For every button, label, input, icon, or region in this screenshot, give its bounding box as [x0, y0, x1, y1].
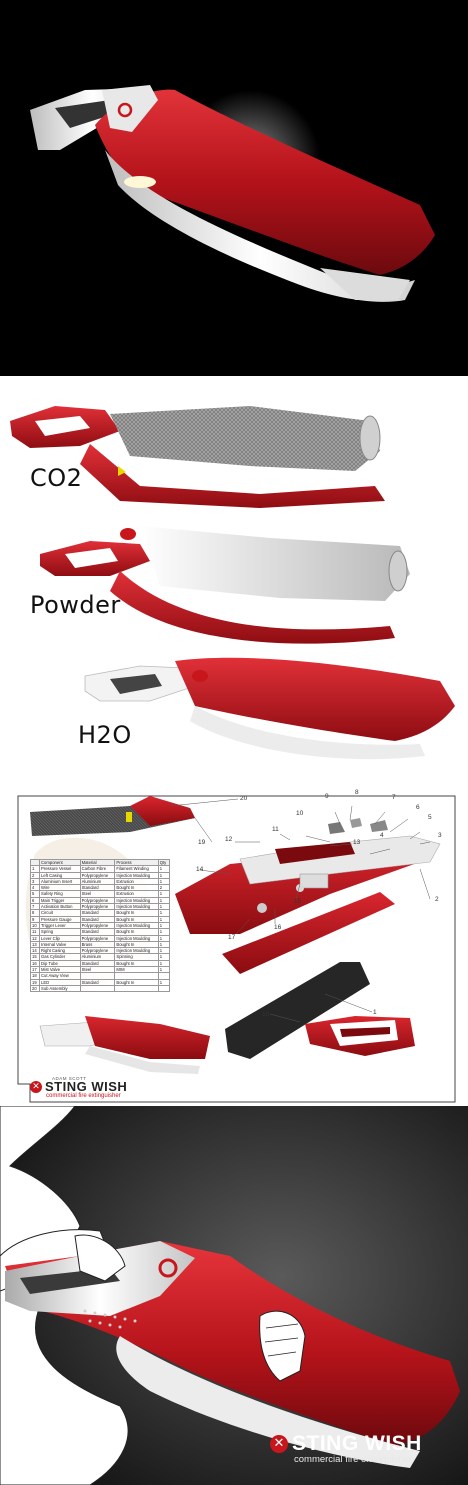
bom-cell: 16 [29, 959, 41, 968]
variant-co2 [10, 406, 385, 508]
callout-19: 19 [198, 839, 206, 846]
flame-logo-icon: ✕ [270, 1435, 288, 1453]
callout-18: 18 [262, 1011, 270, 1018]
white-trim [116, 1336, 420, 1468]
callout-14: 14 [196, 866, 204, 873]
callout-10: 10 [296, 810, 304, 817]
callout-9: 9 [325, 793, 329, 800]
flame-logo-icon [117, 102, 133, 118]
callout-2: 2 [435, 896, 439, 903]
bom-cell: 12 [29, 934, 41, 942]
variant-label-h2o: H2O [78, 721, 132, 749]
callout-4: 4 [380, 832, 384, 839]
callout-5: 5 [428, 814, 432, 821]
in-hand-panel: ✕ STING WISH commercial fire extinguishe… [0, 1106, 468, 1485]
grip-texture [83, 1309, 137, 1329]
hero-render [30, 85, 435, 302]
brand-tagline-large: commercial fire extinguisher [294, 1454, 413, 1465]
callout-7: 7 [392, 794, 396, 801]
variant-h2o [84, 657, 455, 760]
callout-16: 16 [274, 924, 282, 931]
sub-assembly [30, 796, 195, 836]
designer-name: ADAM SCOTT [52, 1076, 87, 1081]
callout-20: 20 [240, 795, 248, 802]
variants-render [10, 406, 455, 760]
person-silhouette [0, 1106, 129, 1485]
callout-8: 8 [355, 789, 359, 796]
bom-cell: 11 [29, 928, 41, 936]
flame-logo-icon [158, 1258, 178, 1278]
led-light [124, 176, 156, 188]
bom-cell [79, 984, 116, 993]
callout-3: 3 [438, 832, 442, 839]
bom-cell: 10 [29, 921, 41, 930]
bom-cell: 18 [29, 972, 41, 980]
variant-label-co2: CO2 [30, 464, 83, 492]
leader-lines [169, 798, 431, 1023]
bom-cell: 13 [29, 940, 41, 949]
bom-cell: Sub Assembly [39, 984, 81, 993]
bom-cell [114, 984, 159, 993]
brand-name-small: STING WISH [45, 1079, 128, 1094]
callout-6: 6 [416, 804, 420, 811]
bom-cell: 15 [29, 953, 41, 961]
callout-13: 13 [353, 839, 361, 846]
callout-17: 17 [228, 934, 236, 941]
callout-15: 15 [294, 898, 302, 905]
callout-11: 11 [272, 826, 279, 833]
bom-header-row: Component Material Process Qty [29, 858, 171, 867]
main-body [95, 89, 435, 275]
cut-away-render [305, 1016, 415, 1056]
brand-block-large: ✕ STING WISH commercial fire extinguishe… [270, 1432, 422, 1465]
variant-powder [40, 526, 410, 644]
bom-cell: 14 [29, 947, 41, 955]
hand-left [74, 1234, 126, 1282]
bom-cell: 20 [29, 984, 41, 993]
bom-cell [157, 984, 171, 993]
brand-name-large: STING WISH [292, 1432, 422, 1455]
exploded-parts [175, 818, 441, 1059]
bom-header-qty: Qty [157, 858, 171, 867]
callout-12: 12 [225, 836, 233, 843]
hero-render-panel [0, 0, 468, 376]
finger-lines [264, 1323, 299, 1357]
base-fin [320, 268, 410, 300]
handle-gap [55, 100, 120, 128]
callout-1: 1 [373, 1009, 377, 1016]
variants-panel: CO2 Powder H2O [0, 376, 468, 784]
brand-block-small: ADAM SCOTT ✕ STING WISH commercial fire … [30, 1076, 127, 1099]
hand-right [259, 1310, 306, 1382]
bom-cell: 19 [29, 978, 41, 986]
variant-label-powder: Powder [30, 591, 121, 619]
in-hand-render [0, 1106, 468, 1485]
brand-tagline-small: commercial fire extinguisher [46, 1093, 121, 1099]
flame-logo-icon: ✕ [30, 1081, 42, 1093]
bom-cell: 17 [29, 966, 41, 974]
assembled-render [39, 1016, 210, 1074]
